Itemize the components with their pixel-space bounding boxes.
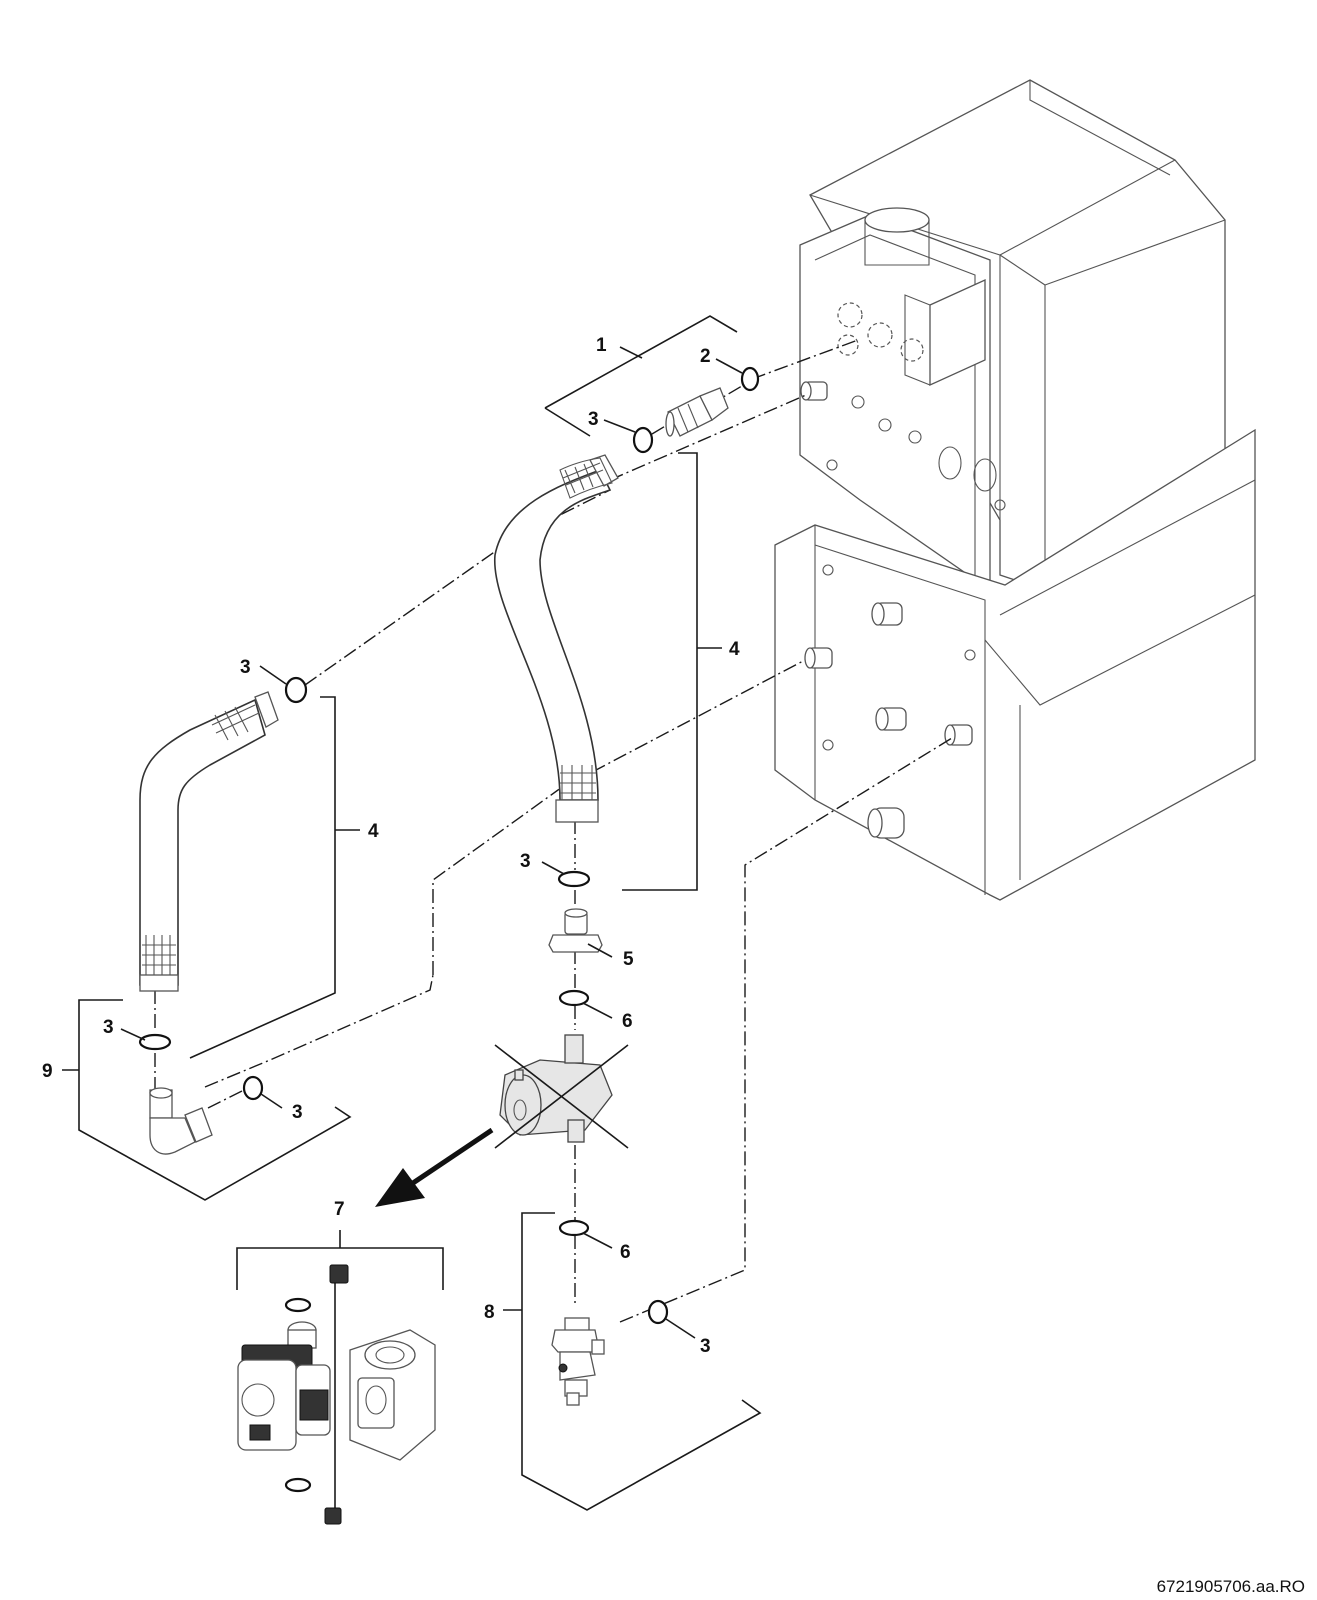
- seal-ring-2: [740, 366, 760, 392]
- nipple-fitting: [665, 387, 729, 437]
- old-pump-crossed: [494, 1034, 629, 1149]
- callout-3d: 3: [103, 1017, 114, 1038]
- callout-4b: 4: [368, 821, 379, 842]
- seal-ring-3b: [284, 676, 308, 704]
- flexible-hose-centre: [494, 454, 619, 823]
- callout-4a: 4: [729, 639, 740, 660]
- seal-ring-6a: [558, 989, 590, 1007]
- leader-lines: [62, 315, 762, 1511]
- callout-8: 8: [484, 1302, 495, 1323]
- callout-3f: 3: [700, 1336, 711, 1357]
- seal-ring-3d: [138, 1033, 172, 1051]
- seal-ring-3f: [647, 1299, 669, 1325]
- callout-3e: 3: [292, 1102, 303, 1123]
- drawing-reference: 6721905706.aa.RO: [1157, 1577, 1305, 1596]
- assembly-axes: [154, 339, 953, 1323]
- flexible-hose-left: [139, 691, 279, 992]
- drain-valve: [551, 1317, 605, 1406]
- seal-ring-3e: [242, 1075, 264, 1101]
- callout-1: 1: [596, 335, 607, 356]
- replacement-arrow: [375, 1127, 494, 1207]
- callout-7: 7: [334, 1199, 345, 1220]
- seal-ring-3c: [557, 870, 591, 888]
- callout-5: 5: [623, 949, 634, 970]
- seal-ring-6b: [558, 1219, 590, 1237]
- callout-9: 9: [42, 1061, 53, 1082]
- elbow-fitting: [149, 1087, 213, 1155]
- callout-labels: 1 2 3 4 3 4 3 5 6 3 9 3 7 6 8 3: [42, 335, 740, 1357]
- seal-ring-3a: [632, 426, 654, 454]
- callout-6a: 6: [622, 1011, 633, 1032]
- callout-3b: 3: [240, 657, 251, 678]
- new-circulation-pump-set: [237, 1264, 436, 1525]
- callout-3a: 3: [588, 409, 599, 430]
- callout-6b: 6: [620, 1242, 631, 1263]
- callout-2: 2: [700, 346, 711, 367]
- callout-3c: 3: [520, 851, 531, 872]
- boiler-unit: [774, 79, 1256, 901]
- reducing-adapter: [548, 908, 603, 953]
